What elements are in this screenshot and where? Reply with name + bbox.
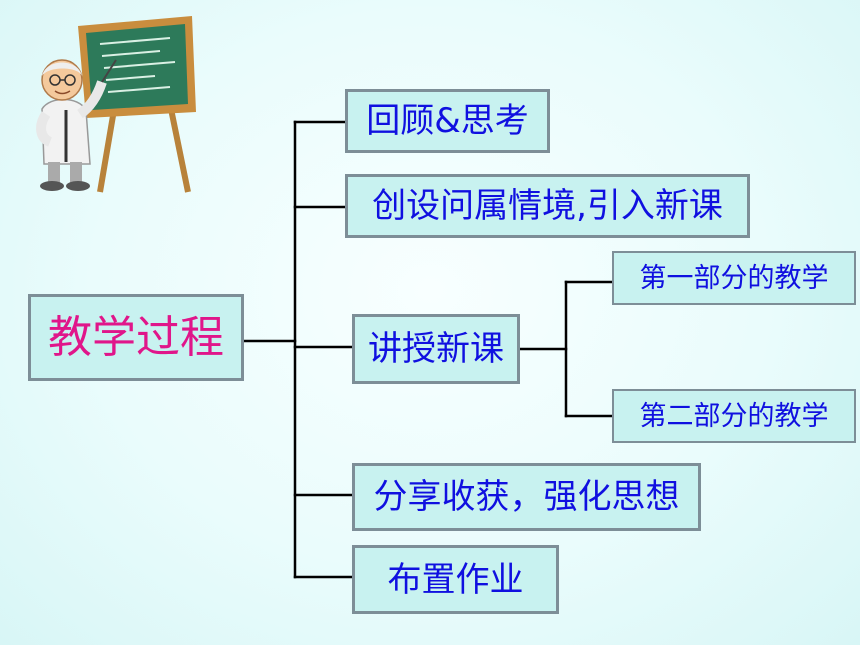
part-node-first: 第一部分的教学 xyxy=(612,251,856,305)
step-node-teach: 讲授新课 xyxy=(352,314,520,384)
step-node-review: 回顾&思考 xyxy=(345,89,550,153)
root-node: 教学过程 xyxy=(28,294,244,381)
step-node-homework: 布置作业 xyxy=(352,545,559,614)
step-node-introduce: 创设问属情境,引入新课 xyxy=(345,174,750,238)
teacher-chalkboard-icon xyxy=(36,16,196,193)
part-node-second: 第二部分的教学 xyxy=(612,389,856,443)
step-node-summary: 分享收获，强化思想 xyxy=(352,463,701,531)
